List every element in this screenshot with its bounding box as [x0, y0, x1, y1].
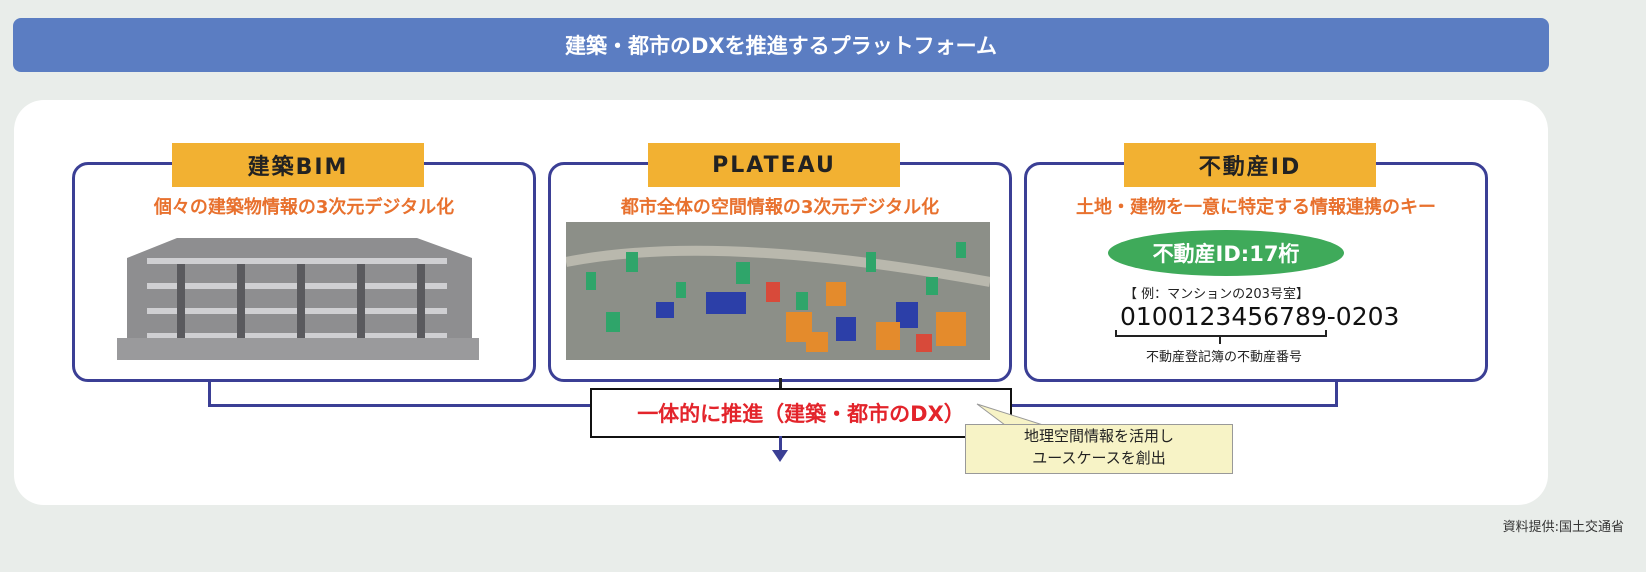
- bim-label: 建築BIM: [172, 143, 424, 187]
- brace-icon: [1115, 330, 1327, 344]
- source-credit: 資料提供:国土交通省: [1502, 520, 1624, 535]
- registry-number: 0100123456789: [1120, 302, 1327, 331]
- callout-line-2: ユースケースを創出: [1032, 449, 1166, 467]
- plateau-label: PLATEAU: [648, 143, 900, 187]
- page-title: 建築・都市のDXを推進するプラットフォーム: [13, 18, 1549, 72]
- arrow-line: [779, 436, 782, 452]
- plateau-subtitle: 都市全体の空間情報の3次元デジタル化: [620, 197, 940, 218]
- brace-label: 不動産登記簿の不動産番号: [1145, 350, 1302, 365]
- callout-line-1: 地理空間情報を活用し: [1023, 427, 1174, 445]
- connector-stub: [779, 378, 782, 390]
- realestate-id-label: 不動産ID: [1124, 143, 1376, 187]
- room-suffix: -0203: [1326, 302, 1400, 331]
- callout-box: 地理空間情報を活用し ユースケースを創出: [965, 424, 1233, 474]
- realestate-id-badge: 不動産ID:17桁: [1108, 230, 1344, 276]
- example-label: 【 例：マンションの203号室】: [1124, 287, 1309, 302]
- callout-pointer: [976, 403, 1044, 426]
- realestate-id-box: [1024, 162, 1488, 382]
- integrated-promotion-box: 一体的に推進（建築・都市のDX）: [590, 388, 1012, 438]
- example-id: 0100123456789-0203: [1120, 302, 1399, 331]
- realestate-id-subtitle: 土地・建物を一意に特定する情報連携のキー: [1076, 197, 1436, 218]
- arrow-down-icon: [772, 450, 788, 462]
- plateau-city-image: [566, 222, 990, 360]
- bim-subtitle: 個々の建築物情報の3次元デジタル化: [153, 197, 455, 218]
- bim-building-image: [117, 228, 479, 360]
